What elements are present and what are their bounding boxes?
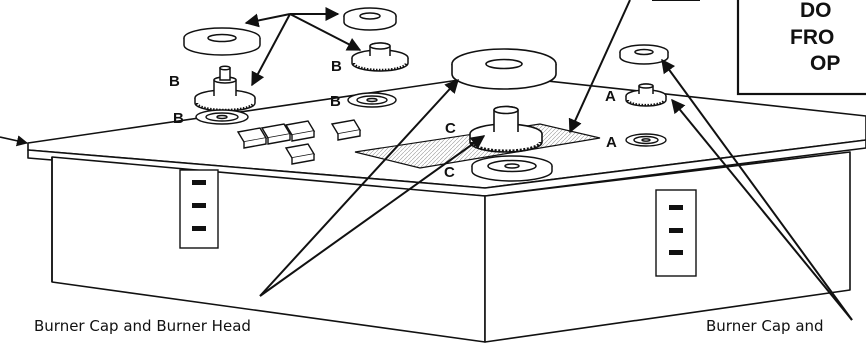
edge-pointer-arrow — [0, 135, 29, 147]
warning-box: DO FRO OP — [736, 0, 866, 96]
caption-right: Burner Cap and — [706, 317, 824, 335]
burner-cap-a — [619, 44, 669, 65]
burner-base-c — [471, 155, 553, 182]
callout-arrows — [244, 0, 853, 321]
burner-base-a — [625, 133, 667, 147]
label-b-surface-right: B — [330, 93, 341, 110]
warning-line-1: DO — [800, 0, 832, 22]
burner-base-b-left — [195, 109, 249, 125]
burner-head-a — [625, 83, 667, 107]
warning-line-2: FRO — [790, 26, 834, 49]
burner-base-b-right — [347, 92, 397, 108]
burner-cap-c — [451, 48, 557, 90]
label-c-head: C — [445, 120, 456, 137]
label-a-head: A — [605, 88, 616, 105]
label-c-base: C — [444, 164, 455, 181]
control-knobs — [236, 119, 362, 165]
cooktop-front-lip — [27, 139, 866, 197]
burner-cap-b-top-left — [183, 27, 261, 56]
cooktop-body — [27, 74, 866, 343]
label-b-top-left: B — [169, 73, 180, 90]
label-a-base: A — [606, 134, 617, 151]
burner-head-b-right — [351, 42, 409, 72]
right-vent-panel — [655, 189, 697, 277]
label-b-surface-left: B — [173, 110, 184, 127]
burner-head-b-left — [194, 65, 256, 112]
burner-cap-b-top-right — [343, 7, 397, 31]
label-b-top-mid: B — [331, 58, 342, 75]
left-vent-panel — [179, 169, 219, 249]
warning-line-3: OP — [810, 52, 840, 75]
caption-left: Burner Cap and Burner Head — [34, 317, 251, 335]
